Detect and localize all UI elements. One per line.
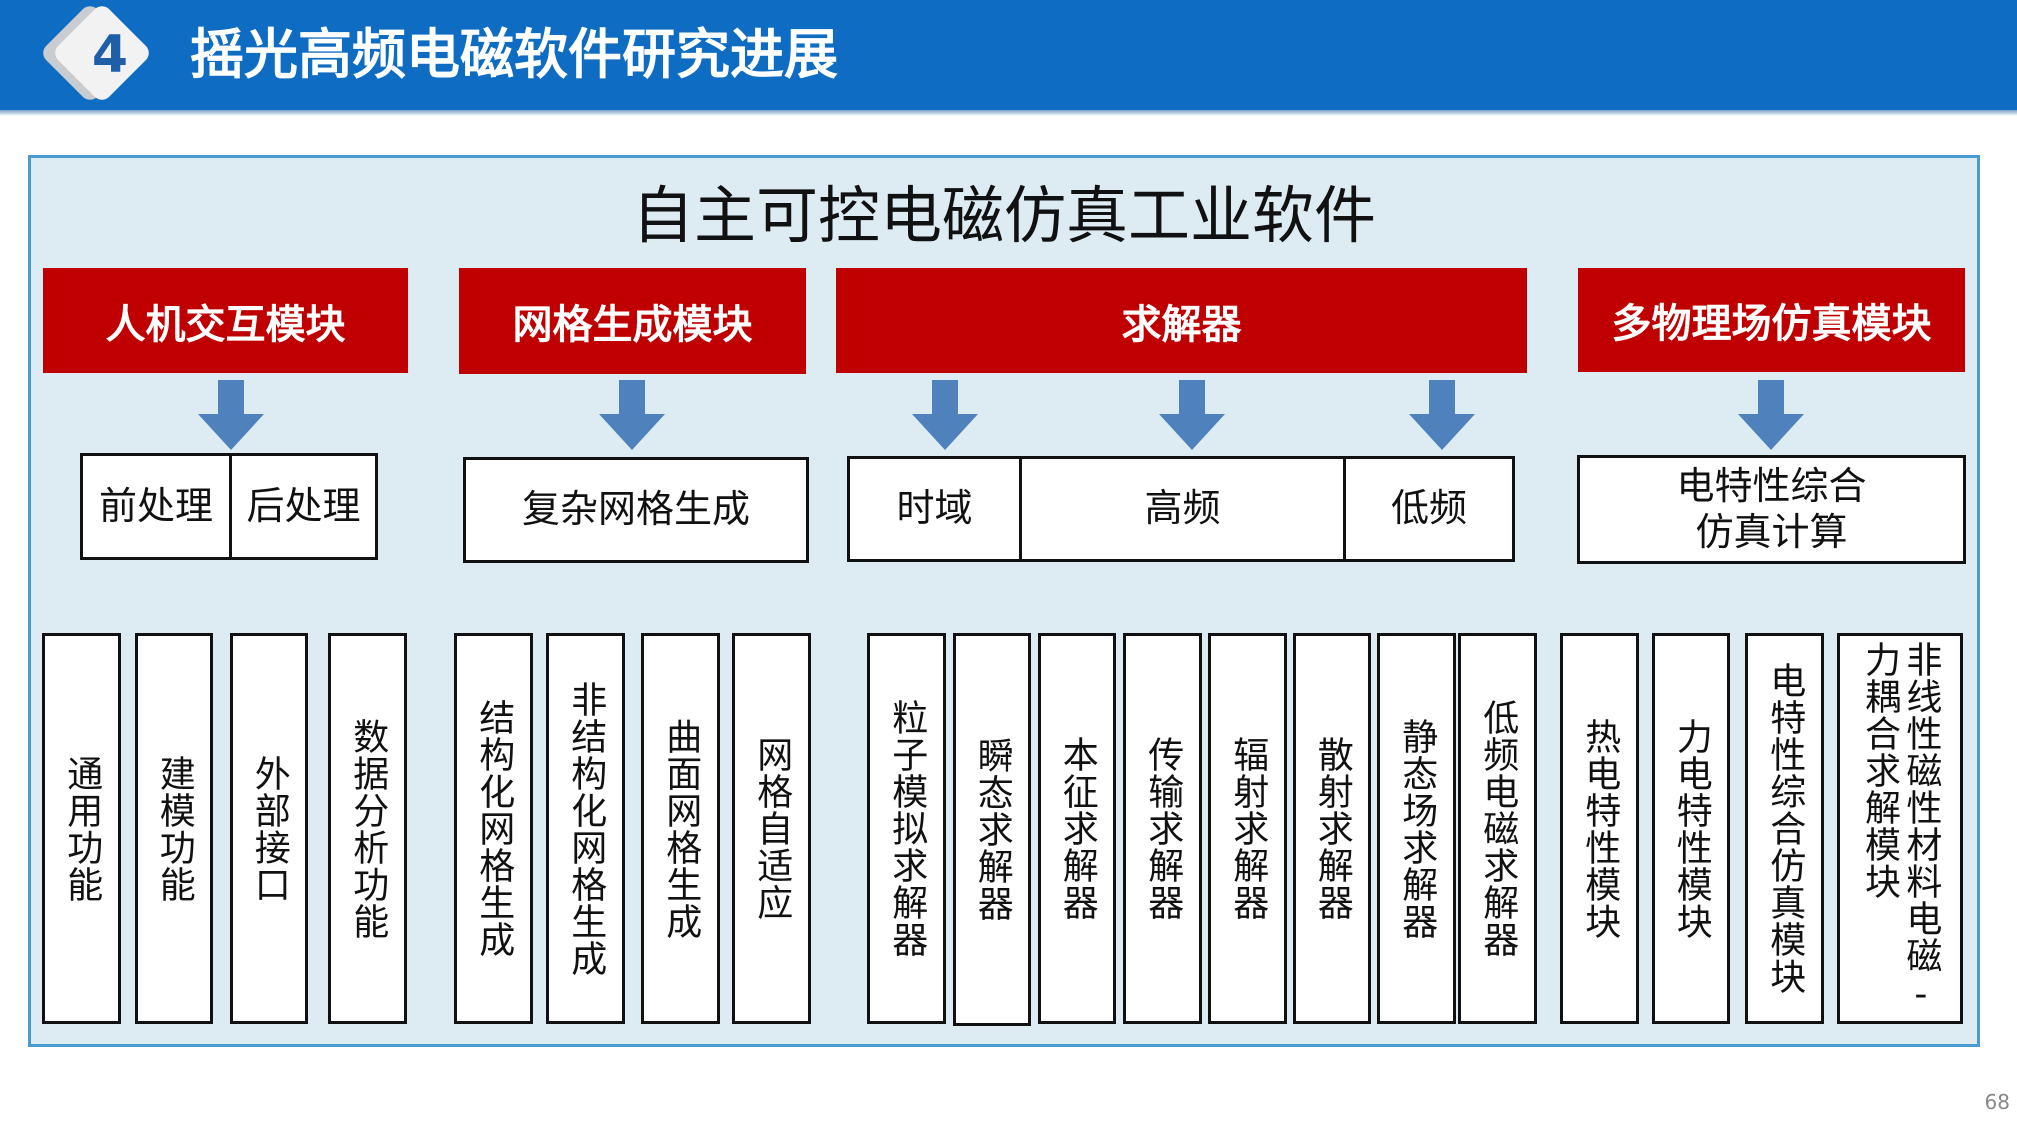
- leaf-transmission-solver: 传输求解器: [1123, 633, 1202, 1024]
- leaf-eigen-solver: 本征求解器: [1038, 633, 1116, 1024]
- leaf-label: 粒子模拟求解器: [886, 699, 928, 958]
- leaf-structured-mesh: 结构化网格生成: [454, 633, 533, 1024]
- sub-complex-mesh: 复杂网格生成: [463, 457, 809, 563]
- leaf-electrical-module: 电特性综合仿真模块: [1745, 633, 1824, 1024]
- header-shadow: [0, 110, 2017, 116]
- down-arrow-icon: [1159, 380, 1225, 450]
- leaf-surface-mesh: 曲面网格生成: [641, 633, 720, 1024]
- leaf-low-freq-solver: 低频电磁求解器: [1458, 633, 1537, 1024]
- leaf-thermal-module: 热电特性模块: [1560, 633, 1639, 1024]
- leaf-label: 曲面网格生成: [660, 717, 702, 940]
- down-arrow-icon: [198, 380, 264, 450]
- leaf-label: 辐射求解器: [1227, 736, 1269, 921]
- leaf-transient-solver: 瞬态求解器: [953, 633, 1031, 1026]
- leaf-scattering-solver: 散射求解器: [1293, 633, 1371, 1024]
- sub-time-domain: 时域: [847, 456, 1022, 562]
- header-bar: [0, 0, 2017, 110]
- leaf-particle-solver: 粒子模拟求解器: [867, 633, 946, 1024]
- sub-electrical-simulation: 电特性综合 仿真计算: [1577, 455, 1966, 564]
- leaf-label: 传输求解器: [1142, 736, 1184, 921]
- leaf-label: 非线性磁性材料电磁- 力耦合求解模块: [1859, 641, 1942, 1016]
- leaf-interface: 外部接口: [230, 633, 308, 1024]
- leaf-mechanical-module: 力电特性模块: [1652, 633, 1730, 1024]
- leaf-label: 网格自适应: [751, 736, 793, 921]
- module-mesh: 网格生成模块: [459, 268, 806, 374]
- module-solver: 求解器: [836, 268, 1527, 373]
- leaf-label: 结构化网格生成: [473, 699, 515, 958]
- leaf-label: 数据分析功能: [347, 717, 389, 940]
- down-arrow-icon: [1738, 380, 1804, 450]
- leaf-label: 力电特性模块: [1670, 717, 1712, 940]
- leaf-adaptive-mesh: 网格自适应: [732, 633, 811, 1024]
- leaf-static-solver: 静态场求解器: [1377, 633, 1456, 1024]
- sub-postprocess: 后处理: [229, 453, 378, 560]
- leaf-modeling: 建模功能: [135, 633, 213, 1024]
- leaf-label: 通用功能: [61, 754, 103, 903]
- down-arrow-icon: [1409, 380, 1475, 450]
- leaf-label: 静态场求解器: [1396, 717, 1438, 940]
- diagram-title: 自主可控电磁仿真工业软件: [631, 179, 1376, 252]
- section-number: 4: [91, 25, 129, 85]
- sub-low-frequency: 低频: [1343, 456, 1515, 562]
- leaf-nonlinear-module: 非线性磁性材料电磁- 力耦合求解模块: [1837, 633, 1963, 1024]
- leaf-label: 本征求解器: [1056, 736, 1098, 921]
- leaf-label: 散射求解器: [1311, 736, 1353, 921]
- down-arrow-icon: [599, 380, 665, 450]
- sub-high-frequency: 高频: [1019, 456, 1346, 562]
- leaf-label: 电特性综合仿真模块: [1764, 662, 1806, 995]
- leaf-unstructured-mesh: 非结构化网格生成: [546, 633, 625, 1024]
- slide-title: 摇光高频电磁软件研究进展: [190, 23, 838, 86]
- page-number: 68: [1984, 1090, 2010, 1114]
- module-multiphysics: 多物理场仿真模块: [1578, 268, 1965, 372]
- sub-electrical-line2: 仿真计算: [1695, 509, 1848, 554]
- leaf-general: 通用功能: [42, 633, 121, 1024]
- leaf-label: 热电特性模块: [1579, 717, 1621, 940]
- leaf-label: 低频电磁求解器: [1477, 699, 1519, 958]
- down-arrow-icon: [912, 380, 978, 450]
- module-hci: 人机交互模块: [43, 268, 408, 373]
- leaf-label: 非结构化网格生成: [565, 680, 607, 977]
- sub-electrical-line1: 电特性综合: [1676, 463, 1867, 508]
- leaf-label: 瞬态求解器: [971, 737, 1013, 922]
- leaf-label: 建模功能: [153, 754, 195, 903]
- leaf-data-analysis: 数据分析功能: [328, 633, 407, 1024]
- leaf-label: 外部接口: [248, 754, 290, 903]
- leaf-radiation-solver: 辐射求解器: [1208, 633, 1287, 1024]
- sub-preprocess: 前处理: [80, 453, 232, 560]
